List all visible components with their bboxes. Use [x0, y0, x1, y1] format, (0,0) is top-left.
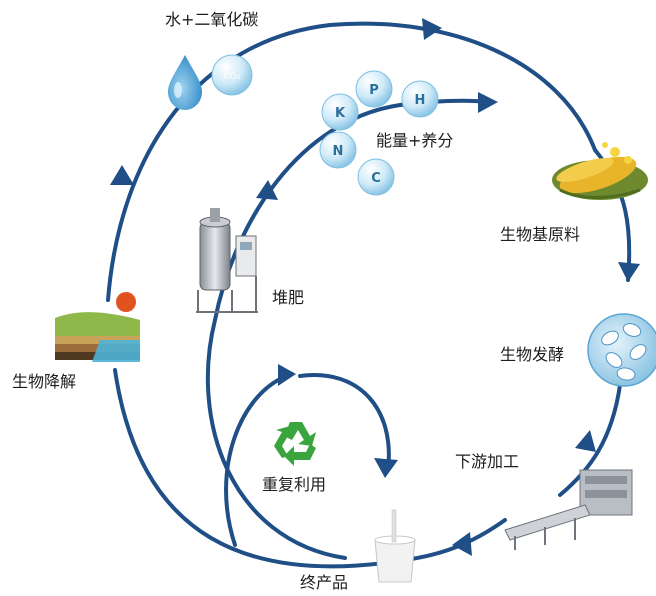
arrow-head-left-up	[110, 165, 134, 185]
cycle-arc-left	[113, 368, 407, 569]
label-downstream: 下游加工	[455, 452, 519, 471]
microbe-cells-icon	[587, 313, 656, 387]
arrow-head-top	[422, 18, 442, 40]
cycle-arc-recycle-b	[298, 373, 391, 472]
cycle-arc-inner	[205, 98, 492, 560]
svg-text:H: H	[415, 93, 426, 108]
cycle-arc-right-lower	[558, 383, 622, 497]
label-recycle: 重复利用	[262, 475, 326, 494]
processing-line-icon	[504, 469, 633, 550]
corn-grain-icon	[552, 142, 648, 200]
arrow-head-recycle-down	[374, 458, 398, 478]
label-energy-nutrients: 能量+养分	[376, 131, 453, 150]
svg-text:P: P	[369, 83, 379, 98]
label-compost: 堆肥	[272, 288, 304, 307]
nutrient-bubble-c: C	[357, 158, 395, 196]
svg-text:K: K	[335, 106, 346, 121]
arrow-head-inner-up	[256, 180, 278, 200]
label-water-co2: 水+二氧化碳	[165, 10, 258, 29]
cycle-arc-bottom	[403, 518, 507, 562]
nutrient-bubble-k: K	[321, 93, 359, 131]
arrow-head-product	[452, 532, 472, 556]
water-drop-icon	[168, 55, 202, 110]
label-final-product: 终产品	[300, 573, 348, 592]
arrow-head-ferment-down	[575, 430, 596, 452]
co2-bubble-text: CO₂	[224, 72, 241, 82]
label-bio-fermentation: 生物发酵	[500, 345, 564, 364]
svg-text:N: N	[333, 144, 344, 159]
nutrient-bubble-h: H	[401, 80, 439, 118]
label-bio-raw-material: 生物基原料	[500, 225, 580, 244]
arrow-head-nutrients	[478, 92, 498, 113]
svg-text:C: C	[371, 171, 381, 186]
label-biodegradation: 生物降解	[12, 372, 76, 391]
cycle-arc-top	[106, 21, 597, 302]
arrow-head-recycle-top	[278, 364, 296, 386]
soil-layers-icon	[55, 292, 140, 362]
arrow-head-raw-down	[618, 262, 640, 282]
nutrient-bubble-p: P	[355, 70, 393, 108]
recycle-icon	[274, 422, 316, 466]
compost-tank-icon	[196, 208, 258, 313]
co2-bubble: CO₂	[211, 54, 253, 96]
product-cup-icon	[374, 509, 416, 583]
cycle-arc-recycle	[224, 372, 294, 547]
nutrient-bubble-n: N	[319, 131, 357, 169]
